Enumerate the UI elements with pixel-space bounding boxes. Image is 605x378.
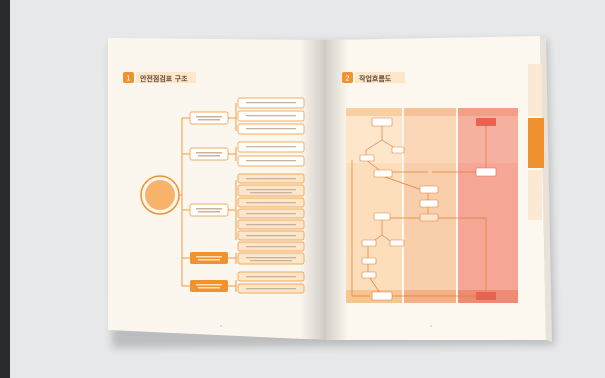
left-page-number: 5 — [220, 324, 222, 328]
tree-level-2 — [237, 97, 305, 294]
right-page-title: 작업흐름도 — [359, 74, 392, 83]
right-page-number: 6 — [430, 324, 432, 328]
side-tabs — [528, 64, 544, 220]
right-section-badge — [342, 72, 353, 83]
flow-nodes — [359, 117, 497, 301]
left-section-badge — [123, 72, 134, 83]
right-badge-number: 2 — [345, 75, 349, 83]
tree-level-1 — [189, 111, 229, 292]
left-page-title: 안전점검표 구조 — [140, 74, 188, 83]
left-badge-number: 1 — [126, 75, 130, 83]
dark-edge — [0, 0, 10, 378]
